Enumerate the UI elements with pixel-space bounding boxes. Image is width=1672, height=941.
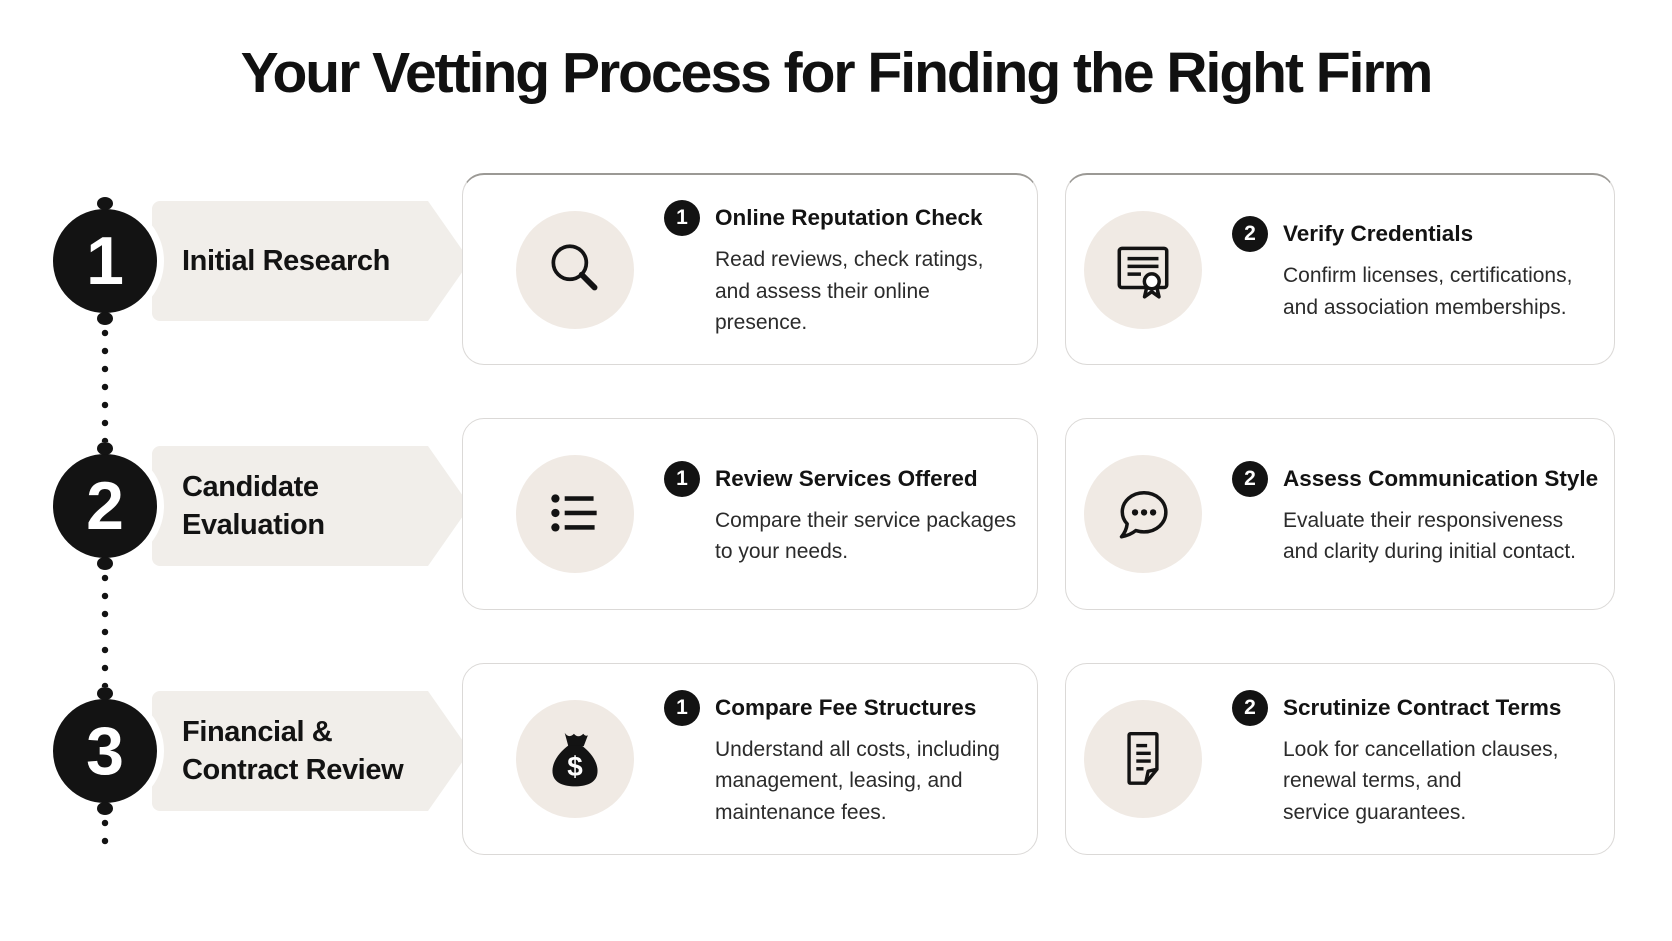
step-number-marker: 3 (46, 692, 164, 810)
card-body: 2 Assess Communication Style Evaluate th… (1232, 460, 1599, 568)
timeline-dotted-connector (101, 569, 109, 687)
magnifier-icon (551, 243, 598, 290)
card-title: Review Services Offered (715, 465, 978, 491)
step-banner: Initial Research (152, 201, 470, 321)
card-title-row: 2 Verify Credentials (1232, 216, 1572, 252)
card-body: 2 Scrutinize Contract Terms Look for can… (1232, 689, 1562, 829)
process-card: 1 Online Reputation Check Read reviews, … (462, 173, 1038, 365)
process-card: $ 1 Compare Fee Structures Understand al… (462, 663, 1038, 855)
card-number-badge: 2 (1232, 460, 1268, 497)
step-number-marker: 2 (46, 447, 164, 565)
card-title-row: 2 Scrutinize Contract Terms (1232, 689, 1562, 726)
card-title-row: 1 Review Services Offered (664, 460, 1016, 497)
certificate-icon (1117, 246, 1169, 299)
process-step-row: Candidate Evaluation 2 1 Review Service (0, 418, 1672, 610)
card-number-badge: 1 (664, 200, 700, 237)
step-label: Financial & Contract Review (182, 715, 404, 786)
step-number-marker: 1 (46, 202, 164, 320)
card-icon-circle (1084, 700, 1202, 818)
card-description: Understand all costs, including manageme… (715, 737, 1000, 824)
step-number: 1 (86, 223, 124, 299)
card-title-row: 1 Compare Fee Structures (664, 689, 1000, 726)
speech-bubble-icon (1119, 490, 1168, 539)
card-icon-circle (516, 210, 634, 329)
step-label: Initial Research (182, 244, 390, 277)
card-number-badge: 2 (1232, 216, 1268, 252)
card-title: Online Reputation Check (715, 205, 983, 231)
card-title: Scrutinize Contract Terms (1283, 694, 1562, 720)
step-banner: Candidate Evaluation (152, 446, 470, 566)
card-description: Look for cancellation clauses, renewal t… (1283, 737, 1559, 824)
card-body: 1 Compare Fee Structures Understand all … (664, 689, 1000, 829)
card-body: 2 Verify Credentials Confirm licenses, c… (1232, 216, 1572, 323)
card-title: Verify Credentials (1283, 221, 1474, 246)
process-card: 2 Assess Communication Style Evaluate th… (1065, 418, 1615, 610)
card-body: 1 Online Reputation Check Read reviews, … (664, 200, 1023, 339)
card-number-badge: 1 (664, 689, 700, 726)
process-card: 1 Review Services Offered Compare their … (462, 418, 1038, 610)
card-description: Confirm licenses, certifications, and as… (1283, 264, 1573, 319)
card-icon-circle (1084, 455, 1202, 573)
timeline-dotted-connector (101, 324, 109, 442)
card-icon-circle: $ (516, 700, 634, 818)
timeline-dotted-connector (101, 814, 109, 846)
step-label: Candidate Evaluation (182, 470, 325, 541)
step-banner: Financial & Contract Review (152, 691, 470, 811)
card-title: Compare Fee Structures (715, 694, 977, 720)
money-bag-icon: $ (552, 732, 598, 787)
step-number: 3 (86, 713, 124, 789)
card-title-row: 2 Assess Communication Style (1232, 460, 1599, 497)
card-number-badge: 1 (664, 460, 700, 497)
svg-text:$: $ (567, 751, 583, 782)
card-title: Assess Communication Style (1283, 465, 1599, 491)
card-body: 1 Review Services Offered Compare their … (664, 460, 1017, 568)
card-icon-circle (516, 455, 634, 573)
card-description: Read reviews, check ratings, and assess … (715, 248, 984, 335)
card-title-row: 1 Online Reputation Check (664, 200, 1023, 237)
card-number-badge: 2 (1232, 689, 1268, 726)
bulleted-list-icon (551, 494, 597, 532)
card-description: Evaluate their responsiveness and clarit… (1283, 508, 1576, 564)
contract-document-icon (1127, 732, 1159, 785)
process-step-row: Initial Research 1 1 Online Reputation C… (0, 173, 1672, 365)
process-step-row: Financial & Contract Review 3 $ 1 Compar… (0, 663, 1672, 855)
step-number: 2 (86, 468, 124, 544)
card-icon-circle (1084, 210, 1202, 329)
page-title: Your Vetting Process for Finding the Rig… (240, 41, 1434, 105)
card-description: Compare their service packages to your n… (715, 508, 1017, 564)
process-card: 2 Verify Credentials Confirm licenses, c… (1065, 173, 1615, 365)
process-card: 2 Scrutinize Contract Terms Look for can… (1065, 663, 1615, 855)
